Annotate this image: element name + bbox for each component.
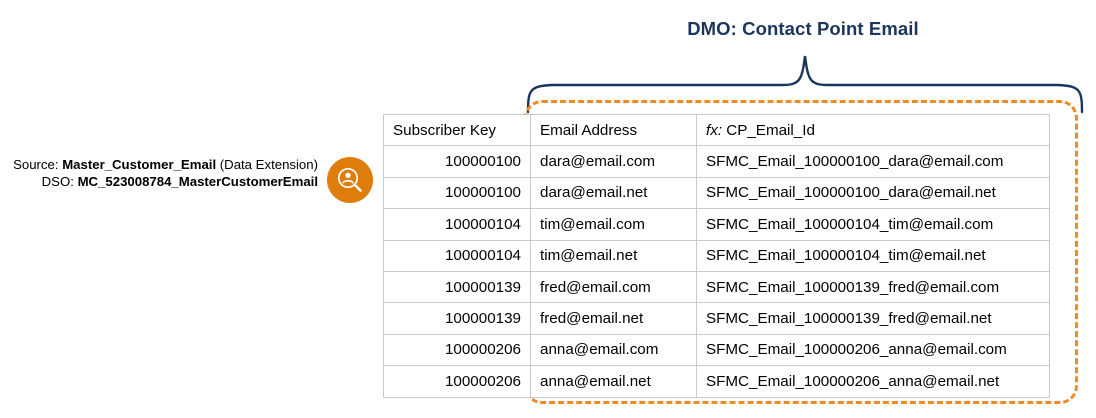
curly-brace: [526, 55, 1084, 114]
cell-cp-email-id: SFMC_Email_100000139_fred@email.net: [696, 302, 1050, 335]
contact-point-email-table: Subscriber Key Email Address fx: CP_Emai…: [383, 113, 1050, 398]
dso-name: MC_523008784_MasterCustomerEmail: [77, 174, 318, 189]
table-header-row: Subscriber Key Email Address fx: CP_Emai…: [383, 113, 1050, 147]
dmo-title: DMO: Contact Point Email: [687, 18, 919, 39]
cell-email-address: anna@email.com: [530, 333, 697, 367]
source-line: Source: Master_Customer_Email (Data Exte…: [0, 156, 318, 173]
cell-email-address: fred@email.com: [530, 270, 697, 304]
cell-cp-email-id: SFMC_Email_100000139_fred@email.com: [696, 270, 1050, 304]
source-name: Master_Customer_Email: [62, 157, 217, 172]
cell-subscriber-key: 100000206: [383, 365, 531, 398]
cell-cp-email-id: SFMC_Email_100000104_tim@email.net: [696, 239, 1050, 272]
cell-cp-email-id: SFMC_Email_100000206_anna@email.com: [696, 333, 1050, 367]
column-header-email-address: Email Address: [530, 113, 697, 147]
source-prefix: Source:: [13, 157, 63, 172]
cell-subscriber-key: 100000104: [383, 208, 531, 241]
cell-subscriber-key: 100000104: [383, 239, 531, 272]
cell-email-address: tim@email.com: [530, 208, 697, 241]
cell-cp-email-id: SFMC_Email_100000104_tim@email.com: [696, 208, 1050, 241]
fx-field-name: CP_Email_Id: [722, 121, 815, 139]
cell-subscriber-key: 100000206: [383, 333, 531, 367]
cell-subscriber-key: 100000139: [383, 302, 531, 335]
cell-subscriber-key: 100000100: [383, 145, 531, 178]
cell-email-address: tim@email.net: [530, 239, 697, 272]
source-label-block: Source: Master_Customer_Email (Data Exte…: [0, 156, 318, 190]
cell-subscriber-key: 100000100: [383, 176, 531, 210]
fx-prefix: fx:: [706, 121, 723, 139]
cell-email-address: dara@email.com: [530, 145, 697, 178]
cell-email-address: anna@email.net: [530, 365, 697, 398]
person-magnifier-icon: [337, 167, 362, 192]
column-header-cp-email-id: fx: CP_Email_Id: [696, 113, 1050, 147]
dso-line: DSO: MC_523008784_MasterCustomerEmail: [0, 173, 318, 190]
identity-resolution-icon: [327, 157, 373, 203]
cell-cp-email-id: SFMC_Email_100000100_dara@email.com: [696, 145, 1050, 178]
cell-cp-email-id: SFMC_Email_100000206_anna@email.net: [696, 365, 1050, 398]
column-header-subscriber-key: Subscriber Key: [383, 113, 531, 147]
dso-prefix: DSO:: [41, 174, 78, 189]
cell-email-address: fred@email.net: [530, 302, 697, 335]
cell-cp-email-id: SFMC_Email_100000100_dara@email.net: [696, 176, 1050, 210]
source-suffix: (Data Extension): [216, 157, 318, 172]
cell-subscriber-key: 100000139: [383, 270, 531, 304]
cell-email-address: dara@email.net: [530, 176, 697, 210]
